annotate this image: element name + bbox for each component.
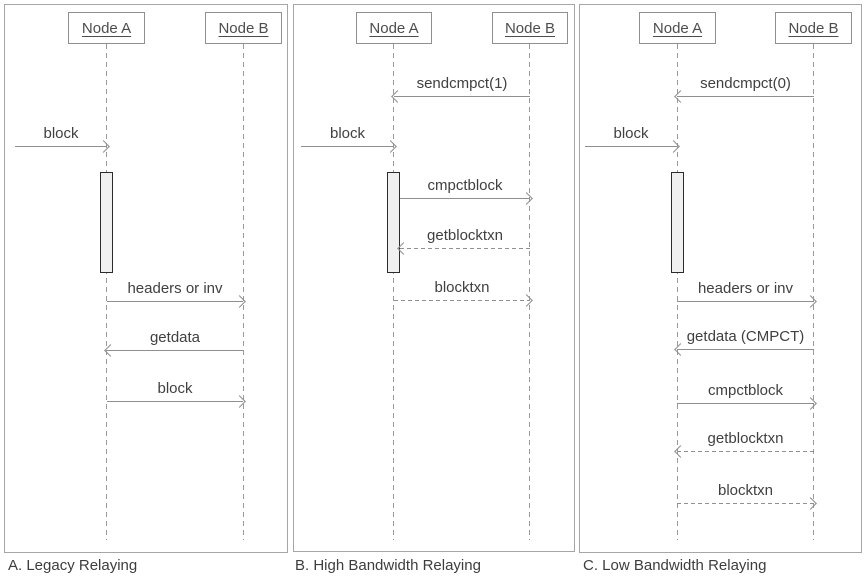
message-label: block xyxy=(157,380,193,397)
message-label: block xyxy=(43,125,79,142)
message-arrow xyxy=(674,342,814,356)
message-label: headers or inv xyxy=(127,280,223,297)
message-label: block xyxy=(329,125,366,142)
message-label: blocktxn xyxy=(717,482,774,499)
message-arrow xyxy=(674,444,814,458)
node-label: Node B xyxy=(788,19,839,37)
lifeline-node-a-panel-a xyxy=(106,44,107,540)
message-arrow xyxy=(400,191,533,205)
panel-legacy-relaying xyxy=(4,4,288,553)
lifeline-node-a-panel-c xyxy=(677,44,678,540)
lifeline-node-b-panel-c xyxy=(813,44,814,540)
message-label: headers or inv xyxy=(697,280,794,297)
message-label: getdata xyxy=(149,329,201,346)
node-label: Node A xyxy=(369,19,419,37)
activation-bar-panel-b xyxy=(387,172,400,273)
panel-high-bandwidth-relaying xyxy=(293,4,575,552)
message-label: getblocktxn xyxy=(427,227,503,244)
message-label: block xyxy=(613,125,649,142)
message-arrow xyxy=(677,396,817,410)
panel-caption-high-bandwidth: B. High Bandwidth Relaying xyxy=(295,557,481,574)
message-arrow xyxy=(107,394,246,408)
message-arrow xyxy=(677,496,817,510)
node-box-a-panel-a: Node A xyxy=(68,12,145,44)
message-label: sendcmpct(1) xyxy=(416,75,508,92)
message-arrow xyxy=(677,294,817,308)
node-label: Node A xyxy=(81,19,132,37)
activation-bar-panel-c xyxy=(671,172,684,273)
node-box-b-panel-c: Node B xyxy=(775,12,852,44)
lifeline-node-b-panel-b xyxy=(529,44,530,540)
message-label: blocktxn xyxy=(434,279,490,296)
message-label: getdata (CMPCT) xyxy=(686,328,805,345)
message-arrow xyxy=(674,89,814,103)
lifeline-node-b-panel-a xyxy=(243,44,244,540)
message-arrow xyxy=(15,139,110,153)
panel-low-bandwidth-relaying xyxy=(579,4,862,553)
node-label: Node B xyxy=(504,19,556,37)
message-label: cmpctblock xyxy=(427,177,503,194)
message-arrow xyxy=(397,241,530,255)
panel-caption-low-bandwidth: C. Low Bandwidth Relaying xyxy=(583,557,767,574)
message-label: getblocktxn xyxy=(707,430,784,447)
node-label: Node A xyxy=(652,19,703,37)
message-label: cmpctblock xyxy=(707,382,784,399)
message-label: sendcmpct(0) xyxy=(700,75,791,92)
message-arrow xyxy=(394,293,533,307)
message-arrow xyxy=(301,139,397,153)
activation-bar-panel-a xyxy=(100,172,113,273)
node-box-a-panel-b: Node A xyxy=(356,12,432,44)
panel-caption-legacy: A. Legacy Relaying xyxy=(8,557,138,574)
node-label: Node B xyxy=(218,19,269,37)
node-box-a-panel-c: Node A xyxy=(639,12,716,44)
node-box-b-panel-a: Node B xyxy=(205,12,282,44)
message-arrow xyxy=(585,139,680,153)
lifeline-node-a-panel-b xyxy=(393,44,394,540)
message-arrow xyxy=(107,294,246,308)
node-box-b-panel-b: Node B xyxy=(492,12,568,44)
message-arrow xyxy=(391,89,530,103)
message-arrow xyxy=(104,343,243,357)
